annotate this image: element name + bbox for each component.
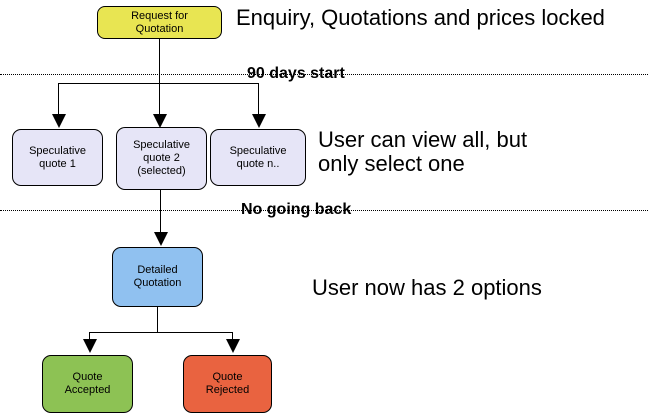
connector-top-branch (58, 83, 259, 84)
annotation-enquiry-prices-locked: Enquiry, Quotations and prices locked (236, 5, 605, 30)
node-detailed-quotation: Detailed Quotation (112, 247, 203, 307)
arrowhead-to-rejected (226, 339, 240, 353)
connector-drop-spec-quote-2 (159, 83, 160, 114)
node-speculative-quote-1: Speculative quote 1 (12, 129, 103, 186)
arrowhead-to-spec-quote-1 (52, 114, 66, 128)
annotation-view-all-select-one: User can view all, but only select one (318, 127, 528, 176)
node-request-for-quotation: Request for Quotation (97, 6, 222, 39)
phase-divider-line-2 (0, 210, 648, 211)
phase-divider-line-1 (0, 74, 648, 75)
divider-label-90-days-start: 90 days start (247, 65, 345, 82)
divider-label-no-going-back: No going back (241, 201, 352, 218)
connector-drop-spec-quote-n (258, 83, 259, 114)
node-quote-accepted: Quote Accepted (42, 355, 133, 413)
arrowhead-to-spec-quote-2 (153, 114, 167, 128)
connector-drop-accepted (89, 332, 90, 340)
node-speculative-quote-2: Speculative quote 2 (selected) (116, 127, 207, 190)
node-quote-rejected: Quote Rejected (183, 355, 272, 413)
connector-drop-rejected (232, 332, 233, 340)
connector-drop-spec-quote-1 (58, 83, 59, 114)
annotation-two-options: User now has 2 options (312, 275, 542, 300)
connector-bottom-branch (89, 332, 233, 333)
connector-detailed-stem (157, 307, 158, 332)
node-speculative-quote-n: Speculative quote n.. (210, 129, 306, 186)
connector-request-stem (159, 39, 160, 83)
arrowhead-to-spec-quote-n (252, 114, 266, 128)
arrowhead-to-accepted (83, 339, 97, 353)
arrowhead-to-detailed (154, 232, 168, 246)
connector-spec2-to-detailed (160, 190, 161, 233)
